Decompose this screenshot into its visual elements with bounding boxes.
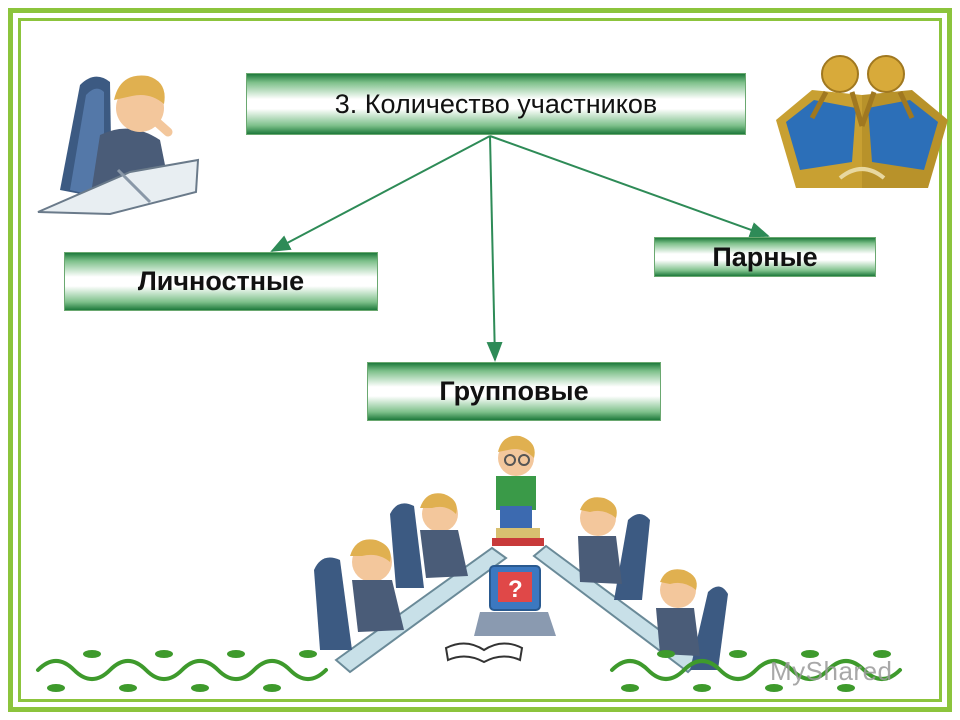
svg-text:?: ?	[508, 576, 523, 603]
group-label: Групповые	[439, 376, 589, 406]
title-label: 3. Количество участников	[334, 88, 658, 119]
watermark: MyShared	[770, 656, 893, 686]
slide-inner-frame	[18, 18, 942, 702]
arrow-to-personal	[270, 135, 491, 252]
title-box: 3. Количество участников	[246, 73, 746, 135]
paired-label: Парные	[712, 241, 818, 272]
personal-label: Личностные	[137, 266, 305, 296]
group-box: Групповые	[367, 362, 661, 421]
arrow-to-group	[486, 135, 503, 362]
personal-box: Личностные	[64, 252, 378, 311]
arrow-to-paired	[489, 135, 770, 238]
paired-box: Парные	[654, 237, 876, 277]
